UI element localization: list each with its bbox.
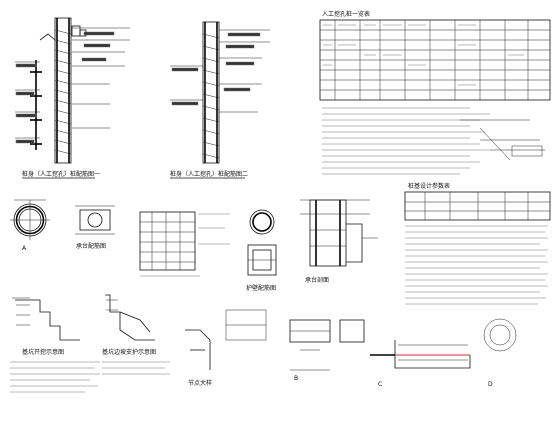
cap-section: 承台剖面 xyxy=(300,199,378,284)
pile-elevation-a: 桩身（人工挖孔）桩配筋图一 xyxy=(15,17,130,179)
caption-node: 节点大样 xyxy=(188,379,212,387)
caption-pile-a: 桩身（人工挖孔）桩配筋图一 xyxy=(22,170,100,178)
caption-pit: 基坑开挖示意图 xyxy=(22,348,64,356)
caption-section: 承台剖面 xyxy=(305,276,329,284)
excavation-diagram: 基坑边坡支护示意图 xyxy=(102,294,170,375)
ring-elevation: 护壁配筋图 xyxy=(246,209,277,292)
cap-plan: 承台配筋图 xyxy=(75,205,115,250)
node-detail: 节点大样 xyxy=(185,309,267,387)
pile-elevation-b: 桩身（人工挖孔）桩配筋图二 xyxy=(170,21,270,179)
pile-schedule-table: 人工挖孔桩一览表 xyxy=(319,10,551,175)
bottom-details: B xyxy=(289,319,365,382)
pit-diagram: 基坑开挖示意图 xyxy=(10,297,100,393)
caption-table-right: 桩基设计参数表 xyxy=(408,182,450,190)
reinforcement-table xyxy=(139,211,230,277)
design-table: 桩基设计参数表 xyxy=(404,182,551,305)
caption-pile-b: 桩身（人工挖孔）桩配筋图二 xyxy=(170,170,248,178)
label-a: A xyxy=(22,245,27,252)
caption-ring: 护壁配筋图 xyxy=(246,284,276,292)
caption-plan: 承台配筋图 xyxy=(76,242,106,250)
label-d: D xyxy=(488,381,493,388)
caption-excav: 基坑边坡支护示意图 xyxy=(102,348,156,356)
bottom-right-detail: C D xyxy=(370,318,517,388)
ring-section: A xyxy=(10,199,50,252)
label-c: C xyxy=(378,381,382,388)
caption-table-top: 人工挖孔桩一览表 xyxy=(322,10,370,18)
label-b: B xyxy=(294,375,298,382)
